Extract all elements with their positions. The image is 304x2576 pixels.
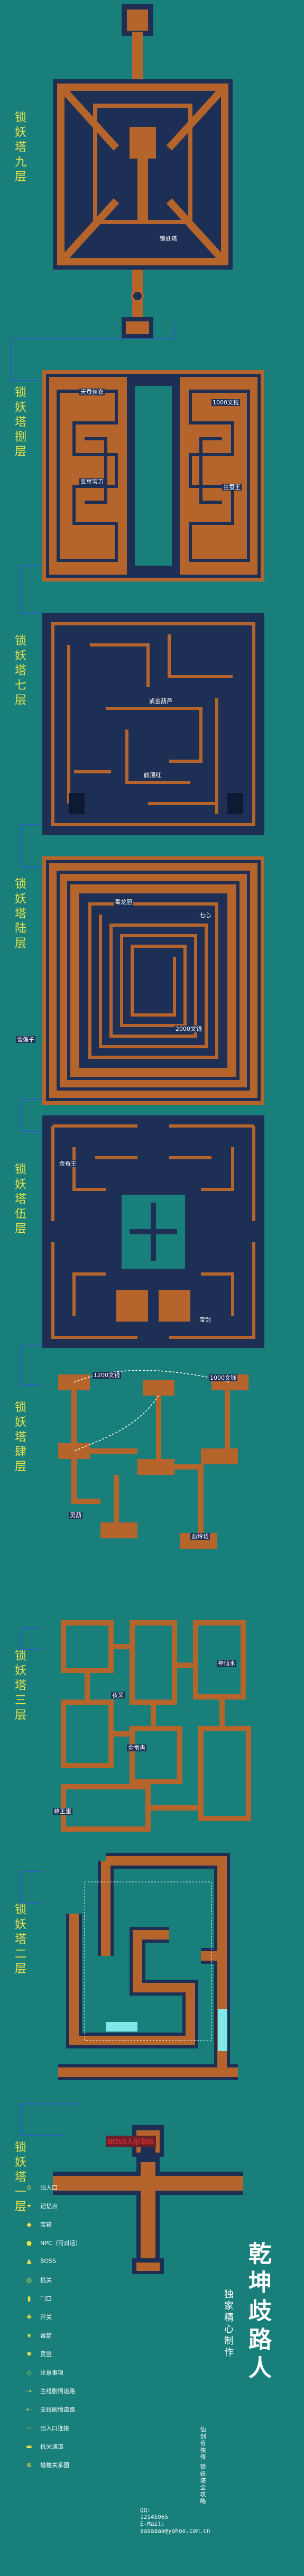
map-label: 金蚕蛊: [127, 1744, 146, 1751]
mechanism-icon: ◎: [26, 2276, 32, 2284]
floor-label-7: 锁妖塔七层: [13, 634, 26, 708]
floor-label-8: 锁妖塔捌层: [13, 386, 26, 460]
qq-label: QQ:: [140, 2507, 151, 2514]
map-legend: ⊙出入口 ✦记忆点 ◆宝箱 ●NPC（可对话） ▲BOSS ◎机关 ▮门口 ✚开…: [21, 2183, 196, 2532]
legend-item: ▲BOSS: [21, 2257, 56, 2268]
map-label: 紫金葫芦: [148, 698, 173, 705]
map-label: 锁妖塔: [159, 235, 178, 242]
legend-item: ★毒箭: [21, 2331, 52, 2342]
floor-2-map: [58, 1853, 238, 2080]
email-label: E-Mail:: [140, 2520, 165, 2527]
map-label: 玄冥宝刀: [79, 478, 105, 485]
map-label: 2000文钱: [174, 1026, 203, 1032]
floor-label-9: 锁妖塔九层: [13, 111, 26, 185]
door-icon: ▮: [27, 2295, 31, 2302]
floor-3-map: [61, 1620, 251, 1832]
charm-icon: ✸: [26, 2350, 32, 2358]
legend-item: ⊕塔楼关系图: [21, 2461, 69, 2471]
map-label: 神仙水: [217, 1660, 236, 1667]
map-label: 夜叉: [111, 1692, 125, 1698]
trap-icon: ★: [26, 2332, 32, 2339]
switch-icon: ✚: [26, 2313, 32, 2321]
legend-item: ●NPC（可对话）: [21, 2239, 81, 2249]
boss-icon: ▲: [26, 2257, 32, 2265]
qq-number: 12145965: [140, 2514, 168, 2520]
map-label: 灵葫: [69, 1512, 82, 1519]
map-label: 宝剑: [198, 1316, 212, 1323]
floor-6-map: [42, 856, 264, 1105]
legend-item: ▬机关通道: [21, 2442, 63, 2453]
legend-item: ✸灵签: [21, 2350, 52, 2360]
note-icon: ◇: [26, 2369, 32, 2376]
map-label: 天蚕丝衣: [79, 389, 105, 395]
entrance-icon: ⊙: [26, 2184, 32, 2191]
floor-label-4: 锁妖塔肆层: [13, 1401, 26, 1475]
floor-7-map: [42, 613, 264, 835]
chest-icon: ◆: [26, 2221, 32, 2228]
floor-label-5: 锁妖塔伍层: [13, 1163, 26, 1237]
email-address[interactable]: aaaaaaa@yahoo.com.cn: [140, 2527, 210, 2534]
floor-label-3: 锁妖塔三层: [13, 1649, 26, 1723]
credit-text: 仙剑奇侠传 锁妖塔全攻略: [199, 2426, 206, 2505]
floor-label-1: 锁妖塔一层: [13, 2141, 26, 2215]
map-label: 1000文钱: [211, 399, 240, 406]
side-path-icon: ⇠: [26, 2406, 32, 2413]
map-label: 1000文钱: [209, 1374, 237, 1381]
tower-relation-icon: ⊕: [26, 2461, 32, 2469]
main-path-icon: ⇢: [26, 2387, 32, 2395]
link-icon: ┄: [27, 2424, 31, 2432]
map-label: 毒龙胆: [114, 899, 133, 906]
legend-item: ✚开关: [21, 2313, 52, 2323]
floor-label-2: 锁妖塔二层: [13, 1903, 26, 1977]
page-title: 乾坤歧路人: [244, 2241, 271, 2384]
map-label: 金蚕王: [58, 1160, 78, 1167]
floor-5-map: [42, 1115, 264, 1348]
map-label: 雪莲子: [16, 1036, 35, 1043]
legend-item: ⊙出入口: [21, 2183, 58, 2194]
legend-item: ⇢主线剧情道路: [21, 2387, 75, 2397]
legend-item: ⇠支线剧情道路: [21, 2405, 75, 2416]
legend-item: ◆宝箱: [21, 2220, 52, 2231]
map-label: 1200文钱: [93, 1372, 121, 1379]
save-point-icon: ✦: [26, 2202, 32, 2210]
floor-1-map: [53, 2125, 243, 2274]
legend-item: ◇注意事项: [21, 2368, 63, 2379]
legend-item: ✦记忆点: [21, 2202, 58, 2212]
contact-info: QQ: 12145965 E-Mail: aaaaaaa@yahoo.com.c…: [140, 2507, 210, 2534]
boss-label: BOSS人形蜘蛛: [106, 2136, 156, 2147]
map-label: 蜂王蜜: [53, 1808, 72, 1815]
legend-item: ▮门口: [21, 2294, 52, 2305]
floor-4-map: [58, 1370, 248, 1549]
map-label: 七心: [198, 912, 212, 919]
passage-icon: ▬: [26, 2443, 32, 2450]
legend-item: ◎机关: [21, 2276, 52, 2286]
floor-label-6: 锁妖塔陆层: [13, 878, 26, 952]
map-label: 鹤顶红: [143, 772, 162, 779]
page-subtitle: 独家精心制作: [223, 2289, 234, 2359]
npc-icon: ●: [26, 2239, 32, 2247]
legend-item: ┄出入口连接: [21, 2424, 69, 2434]
map-label: 血玲珑: [190, 1533, 210, 1540]
floor-9-map: [53, 4, 233, 338]
map-label: 金蚕王: [222, 484, 242, 491]
